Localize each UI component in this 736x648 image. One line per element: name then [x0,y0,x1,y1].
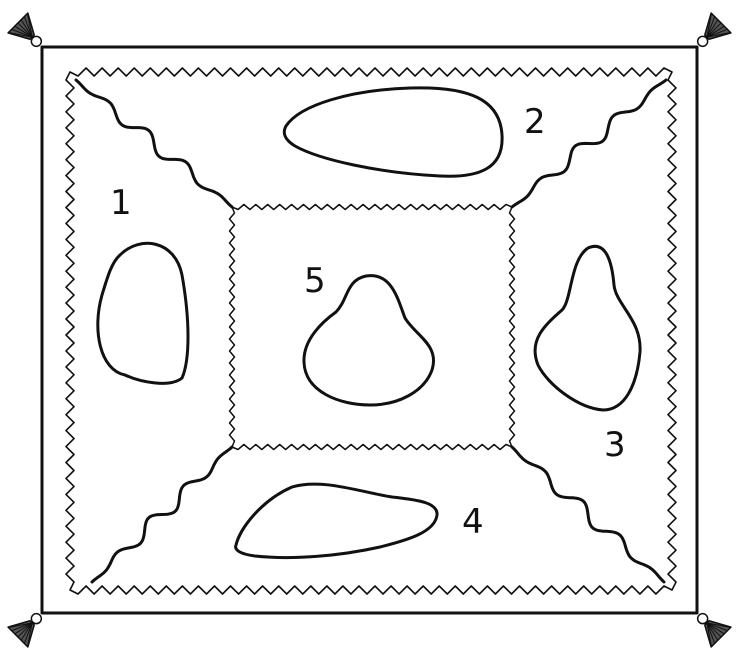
tassel-icon [698,13,731,46]
center-panel-border [230,205,515,450]
diagonal-bottom-right [512,447,664,582]
zone-1-label: 1 [110,186,132,220]
diagonal-top-right [512,80,666,207]
zone-3-label: 3 [604,428,626,462]
diagonal-bottom-left [92,447,232,582]
tassel-icon [698,614,731,647]
zone-4-label: 4 [462,505,484,539]
tassel-icon [8,614,41,647]
diagonal-top-left [76,80,232,207]
zone-5-label: 5 [304,264,326,298]
zone-4-shape [236,484,437,558]
zone-1-shape [98,243,188,383]
zone-2-label: 2 [524,105,546,139]
outer-frame [42,47,697,613]
tassel-icon [8,13,41,46]
zone-3-shape [535,246,640,410]
zone-2-shape [284,88,502,176]
